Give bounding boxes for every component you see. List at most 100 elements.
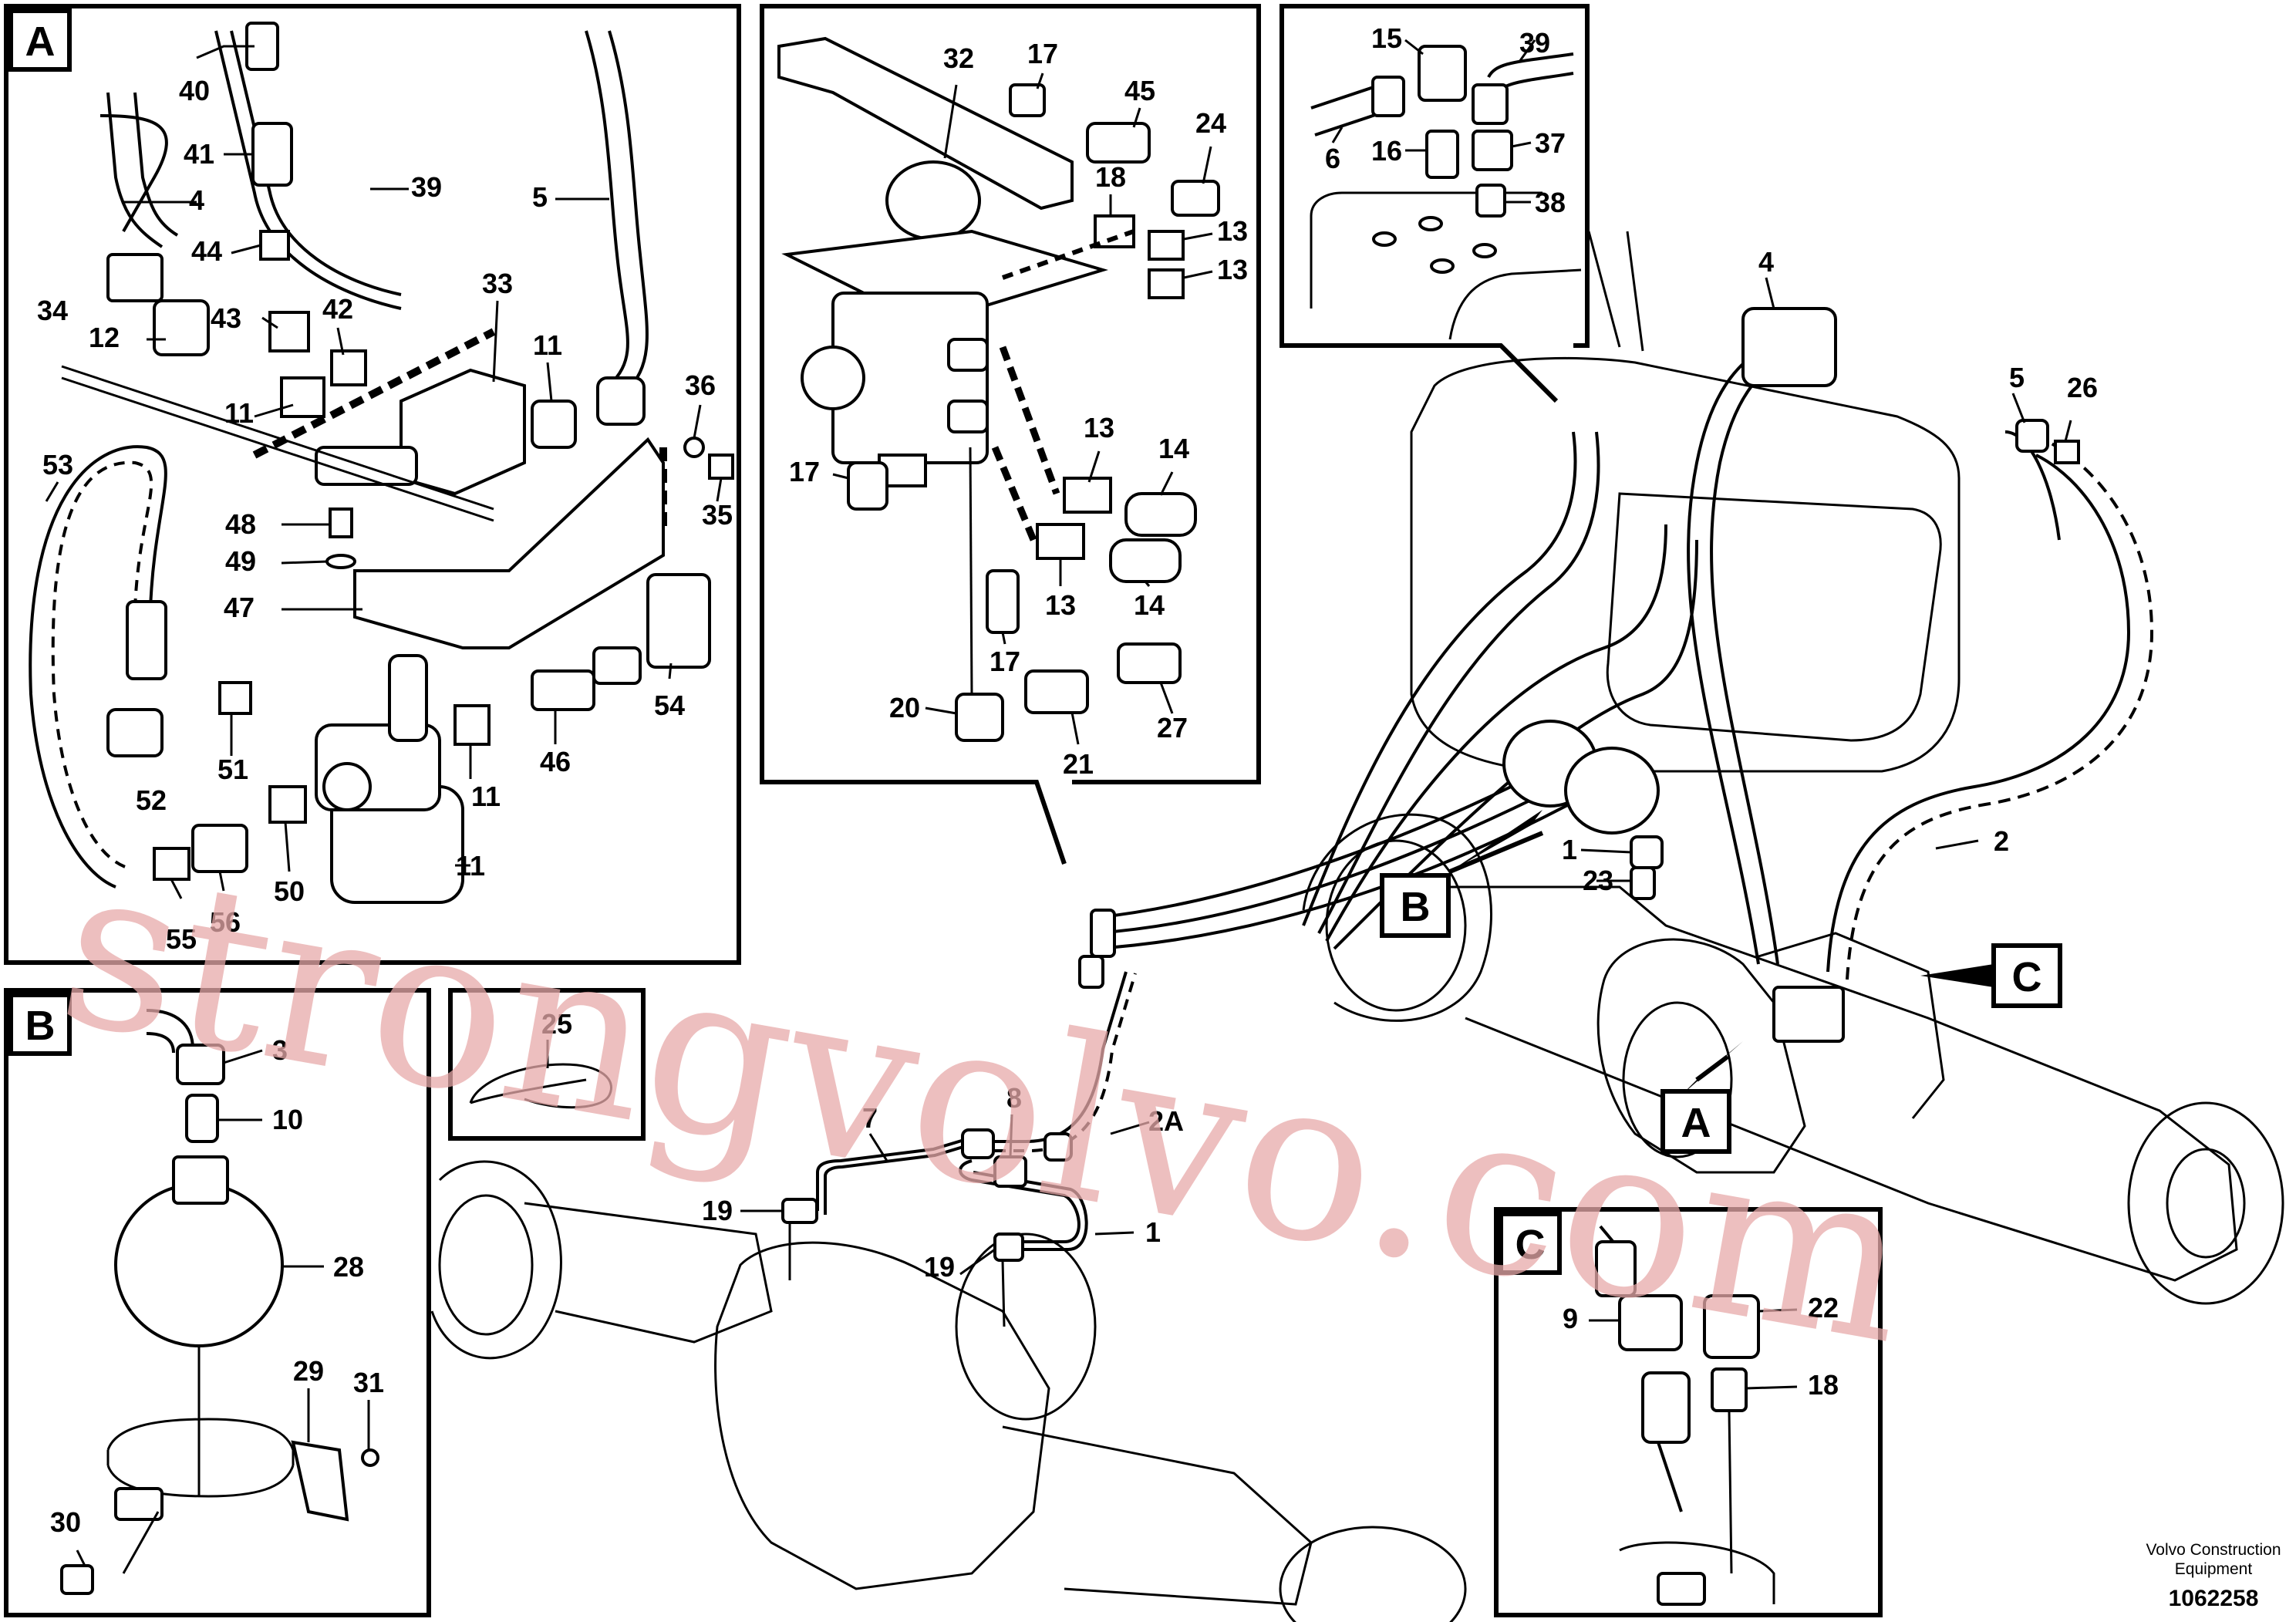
elbow-52 [106,708,164,757]
cap-14a [1124,492,1197,537]
footer-line1: Volvo Construction [2146,1541,2281,1559]
label-a-39: 39 [411,171,442,203]
cable-tie-drawing [469,1040,612,1109]
fitting-11d [268,785,307,824]
detail-b-drawing [60,1009,379,1595]
callout-a: A [1660,1089,1731,1154]
accumulator-28 [114,1182,284,1347]
label-pedal-18: 18 [1095,161,1126,193]
detail-a-drawing [29,22,734,904]
fitting-11a [280,376,325,418]
cap-14b [1109,538,1182,583]
label-tie-25: 25 [541,1008,572,1040]
svg-text:C: C [2012,954,2042,1000]
valve-on-tank [1741,307,1837,387]
front-axle-right-hub [1279,1526,1467,1622]
tee-9 [1618,1294,1683,1351]
hose-bundle-a [1302,431,1577,926]
switch-17b [847,461,888,511]
nut-46 [531,669,595,711]
detail-letter-a: A [25,19,56,65]
nipple-13d [1036,523,1085,560]
label-main-19: 19 [924,1251,955,1283]
front-axle-right-beam [1002,1425,1313,1606]
cable-tie-25 [469,1063,612,1109]
label-a-52: 52 [136,784,167,816]
detail-c-drawing [1589,1225,1798,1606]
label-c-9: 9 [1563,1303,1578,1334]
label-pedal-17: 17 [1027,38,1058,69]
label-a-35: 35 [702,499,733,531]
label-b-10: 10 [272,1104,303,1135]
frame-detail-c: C [1494,1207,1883,1617]
label-a-42: 42 [322,293,353,325]
label-pedal-13: 13 [1084,412,1114,443]
label-a-54: 54 [654,690,685,721]
hose-5-end [596,376,646,426]
accumulator-50-stem [388,654,428,742]
label-main-1: 1 [1562,834,1577,865]
hose-4b [133,92,179,237]
label-pedal-21: 21 [1063,748,1094,780]
fitting-11c [453,704,491,746]
label-pedal-14: 14 [1134,589,1165,621]
label-main-2: 2 [1994,825,2009,857]
nipple-13a [1148,230,1185,261]
label-pedal-13: 13 [1045,589,1076,621]
label-a-47: 47 [224,592,255,623]
hose-5-main [1826,454,2131,973]
label-a-11: 11 [471,781,501,812]
frame-cable-tie [448,988,646,1141]
label-a-34: 34 [37,295,68,326]
axle-rear-right-hub [2127,1101,2284,1305]
front-axle-left-beam [524,1202,773,1344]
hose-53-end [126,600,167,680]
label-a-40: 40 [179,75,210,106]
label-pedal-17: 17 [789,456,820,487]
label-a-53: 53 [42,449,73,481]
nipple-44 [259,230,290,261]
hose-53 [29,445,167,889]
hose-5b [608,30,649,395]
bracket-47 [353,437,665,649]
label-a-11: 11 [533,329,562,361]
fitting-1-rear [1630,835,1664,869]
label-a-50: 50 [274,875,305,907]
hydraulic-tank [1410,356,1961,773]
label-a-41: 41 [184,138,214,170]
tee-24 [1171,180,1220,217]
fitting-23 [1630,866,1656,900]
label-a-49: 49 [225,545,256,577]
label-pedal-13: 13 [1217,254,1248,285]
hose-4-main [1687,338,1782,965]
watermark: strongvolvo.com [45,814,1927,1394]
elbow-22 [1703,1294,1760,1359]
hose-39-top [1487,52,1574,79]
pipe-1 [959,1159,1081,1243]
washer-36 [683,437,705,458]
frame-top-detail [1279,4,1590,403]
pedal-pivot [885,160,981,241]
label-c-22: 22 [1808,1292,1839,1324]
differential-housing [1596,938,1806,1174]
label-top-15: 15 [1371,22,1402,54]
nut-21 [1024,669,1089,714]
screw-30 [60,1564,94,1595]
label-a-43: 43 [211,302,241,334]
hose-39 [214,30,402,310]
label-a-33: 33 [482,268,513,299]
label-a-44: 44 [191,235,222,267]
label-a-11: 11 [456,850,485,882]
label-main-1: 1 [1145,1216,1161,1248]
accumulator-main-b [1564,747,1660,835]
pedal-valve-drawing [777,36,1220,745]
label-a-48: 48 [225,508,256,540]
callout-b: B [1380,873,1451,938]
nipple-10 [185,1094,219,1143]
label-pedal-24: 24 [1195,107,1226,139]
pipe-2a [995,971,1128,1143]
frame-detail-b: B [4,988,431,1617]
hose-end-c [1595,1240,1637,1297]
top-detail-drawing [1310,39,1582,340]
